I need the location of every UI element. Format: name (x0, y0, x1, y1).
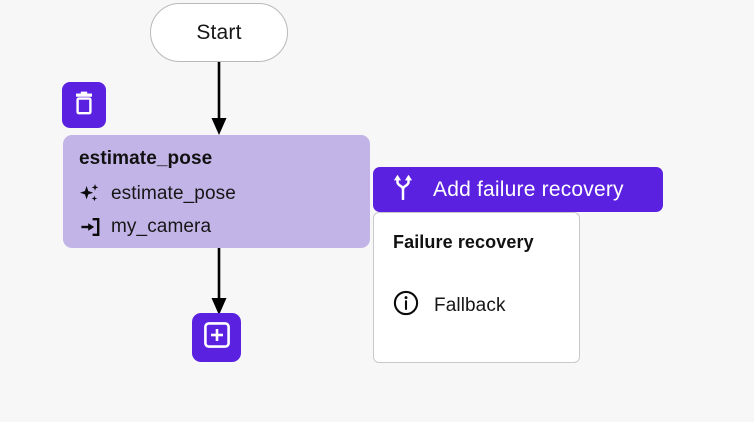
add-failure-recovery-label: Add failure recovery (433, 177, 624, 201)
trash-icon (73, 91, 95, 120)
failure-recovery-option-label: Fallback (434, 294, 506, 316)
add-step-button[interactable] (192, 313, 241, 362)
failure-recovery-panel: Failure recovery Fallback (373, 212, 580, 363)
node-card-row-skill-label: estimate_pose (111, 182, 236, 204)
failure-recovery-heading: Failure recovery (393, 232, 534, 252)
failure-recovery-option-fallback[interactable]: Fallback (393, 290, 579, 321)
node-card-row-skill[interactable]: estimate_pose (79, 177, 354, 210)
edge-start-to-estimate-pose (211, 60, 227, 135)
input-arrow-icon (79, 216, 101, 238)
sparkles-icon (79, 183, 101, 205)
node-card-row-input-label: my_camera (111, 215, 212, 237)
node-card-estimate-pose[interactable]: estimate_pose estimate_pose my_camera (63, 135, 370, 248)
edge-estimate-pose-to-add-node (211, 246, 227, 315)
start-node[interactable]: Start (150, 3, 288, 62)
node-card-row-input[interactable]: my_camera (79, 210, 354, 243)
delete-node-button[interactable] (62, 82, 106, 128)
add-failure-recovery-button[interactable]: Add failure recovery (373, 167, 663, 212)
start-node-label: Start (196, 20, 242, 44)
branch-split-icon (391, 174, 415, 205)
info-circle-icon (393, 290, 419, 321)
node-card-title: estimate_pose (79, 148, 213, 169)
plus-square-icon (203, 321, 231, 354)
